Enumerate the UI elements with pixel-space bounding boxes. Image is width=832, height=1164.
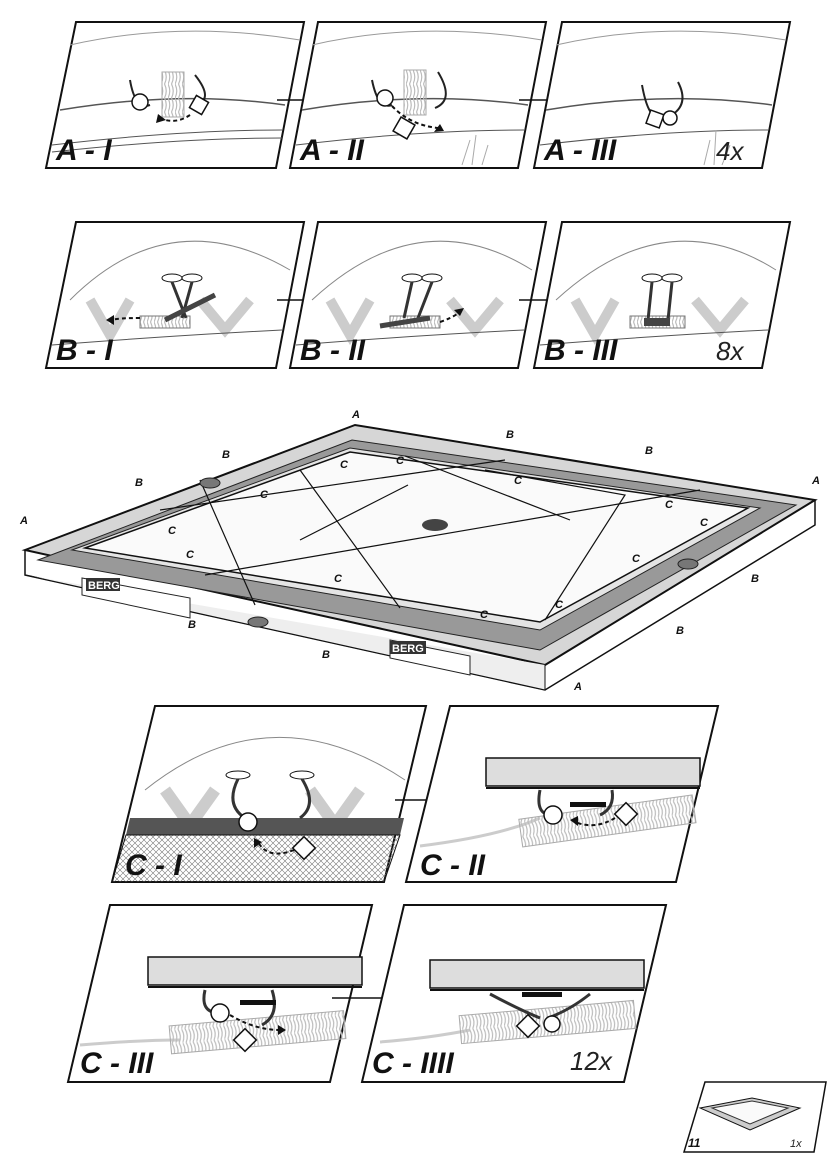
panel-a-1: A - I: [44, 21, 306, 169]
quantity-label: 1x: [790, 1138, 802, 1150]
panel-b-3: B - III 8x: [532, 221, 792, 369]
step-label: C - III: [80, 1047, 154, 1080]
step-label: A - II: [299, 134, 365, 167]
callout-c: C: [632, 553, 641, 565]
panel-b-1: B - I: [44, 221, 306, 369]
hook-ball-icon: [210, 1003, 230, 1023]
lock-icon: [188, 94, 210, 116]
panel-c-2: C - II: [404, 705, 720, 883]
lock-icon: [232, 1027, 258, 1053]
hook-ball-icon: [376, 89, 394, 107]
callout-c: C: [168, 525, 177, 537]
callout-b: B: [506, 429, 514, 441]
callout-c: C: [555, 599, 564, 611]
lock-icon: [515, 1013, 541, 1039]
callout-c: C: [665, 499, 674, 511]
panel-a-2: A - II: [288, 21, 548, 169]
brand-logo-icon: [422, 519, 448, 531]
panel-c-4: C - IIII 12x: [360, 904, 668, 1083]
lock-icon: [613, 801, 639, 827]
hook-ball-icon: [543, 1015, 561, 1033]
panel-a-3: A - III 4x: [532, 21, 792, 169]
handle-icon: [247, 616, 269, 628]
step-label: C - II: [420, 849, 486, 882]
step-label: B - I: [56, 334, 113, 367]
callout-c: C: [334, 573, 343, 585]
brand-label: [390, 641, 426, 654]
callout-c: C: [480, 609, 489, 621]
hook-ball-icon: [131, 93, 149, 111]
lock-icon: [392, 116, 416, 140]
callout-a: A: [19, 515, 28, 527]
callout-b: B: [322, 649, 330, 661]
callout-b: B: [751, 573, 759, 585]
callout-a: A: [811, 475, 820, 487]
hook-ball-icon: [238, 812, 258, 832]
step-label: A - I: [55, 134, 112, 167]
callout-c: C: [514, 475, 523, 487]
quantity-label: 12x: [570, 1046, 613, 1076]
callout-c: C: [340, 459, 349, 471]
page-badge: 11 1x: [682, 1081, 827, 1153]
callout-c: C: [396, 455, 405, 467]
callout-b: B: [645, 445, 653, 457]
callout-c: C: [700, 517, 709, 529]
step-label: B - III: [544, 334, 618, 367]
lock-icon: [291, 835, 317, 861]
lock-icon: [645, 109, 665, 129]
brand-label: BERG: [88, 580, 120, 592]
callout-b: B: [188, 619, 196, 631]
page-number: 11: [688, 1136, 701, 1150]
callout-b: B: [676, 625, 684, 637]
step-label: A - III: [543, 134, 617, 167]
callout-a: A: [573, 681, 582, 693]
panel-c-3: C - III: [66, 904, 374, 1083]
handle-icon: [199, 477, 221, 489]
callout-b: B: [135, 477, 143, 489]
step-label: C - IIII: [372, 1047, 454, 1080]
hook-ball-icon: [543, 805, 563, 825]
hook-ball-icon: [662, 110, 678, 126]
panel-b-2: B - II: [288, 221, 548, 369]
quantity-label: 8x: [716, 336, 744, 366]
brand-label: [86, 578, 120, 591]
step-label: B - II: [300, 334, 366, 367]
step-label: C - I: [125, 849, 182, 882]
handle-icon: [677, 558, 699, 570]
callout-b: B: [222, 449, 230, 461]
quantity-label: 4x: [716, 136, 744, 166]
callout-a: A: [351, 409, 360, 421]
callout-c: C: [186, 549, 195, 561]
callout-c: C: [260, 489, 269, 501]
trampoline-overview: BERG BERG A A A A B B B B B B B B C C C …: [19, 409, 820, 693]
brand-label: BERG: [392, 643, 424, 655]
panel-c-1: C - I: [110, 705, 428, 883]
